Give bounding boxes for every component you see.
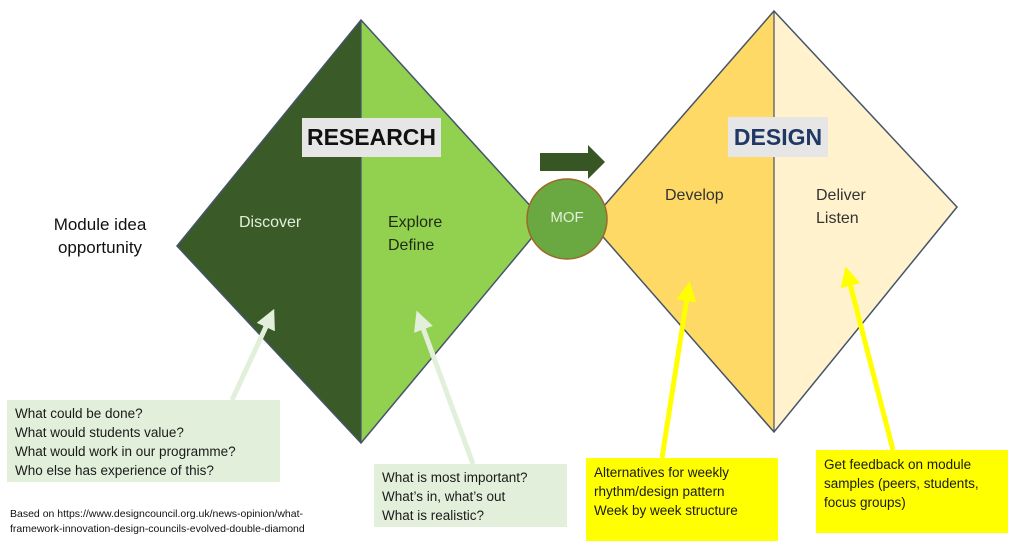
explore-define-phase-label: Explore Define: [388, 211, 442, 257]
phase-line: Deliver: [816, 187, 866, 204]
design-deliver-half: [774, 11, 957, 432]
note-line: focus groups): [824, 495, 906, 510]
note-line: What is most important?: [382, 470, 528, 485]
define-note-arrow: [414, 310, 476, 465]
research-title-text: RESEARCH: [306, 124, 437, 150]
define-note: What is most important? What’s in, what’…: [374, 464, 567, 527]
source-citation: Based on https://www.designcouncil.org.u…: [10, 507, 305, 537]
side-label-line: Module idea: [53, 215, 147, 234]
research-title: RESEARCH: [302, 118, 441, 157]
note-line: samples (peers, students,: [824, 476, 979, 491]
citation-line: Based on https://www.designcouncil.org.u…: [10, 508, 303, 520]
phase-line: Explore: [388, 214, 443, 231]
mof-circle: [526, 178, 608, 260]
design-develop-half: [590, 11, 774, 432]
develop-note: Alternatives for weekly rhythm/design pa…: [586, 458, 778, 541]
develop-phase-label: Develop: [665, 184, 724, 207]
module-idea-label: Module idea opportunity: [30, 213, 170, 259]
note-line: What would students value?: [15, 425, 184, 440]
note-line: rhythm/design pattern: [594, 484, 725, 499]
phase-line: Discover: [239, 214, 302, 231]
mof-label-text: MOF: [550, 209, 584, 226]
note-line: What could be done?: [15, 406, 143, 421]
phase-line: Develop: [665, 187, 724, 204]
note-line: Get feedback on module: [824, 457, 972, 472]
phase-line: Define: [388, 237, 435, 254]
note-line: What would work in our programme?: [15, 444, 236, 459]
deliver-note: Get feedback on module samples (peers, s…: [816, 450, 1008, 533]
deliver-note-arrow: [840, 266, 896, 451]
discover-phase-label: Discover: [239, 211, 301, 234]
note-line: Alternatives for weekly: [594, 465, 730, 480]
side-label-line: opportunity: [57, 238, 143, 257]
design-title-text: DESIGN: [733, 123, 823, 150]
note-line: What’s in, what’s out: [382, 489, 506, 504]
deliver-listen-phase-label: Deliver Listen: [816, 184, 866, 230]
citation-line: framework-innovation-design-councils-evo…: [10, 523, 305, 535]
right-arrow-icon: [540, 145, 605, 179]
phase-line: Listen: [816, 210, 859, 227]
discover-note: What could be done? What would students …: [7, 400, 280, 482]
design-title: DESIGN: [728, 117, 828, 157]
note-line: What is realistic?: [382, 508, 485, 523]
discover-note-arrow: [229, 308, 275, 402]
develop-note-arrow: [659, 281, 697, 459]
mof-label: MOF: [527, 209, 607, 226]
note-line: Week by week structure: [594, 503, 738, 518]
note-line: Who else has experience of this?: [15, 463, 214, 478]
